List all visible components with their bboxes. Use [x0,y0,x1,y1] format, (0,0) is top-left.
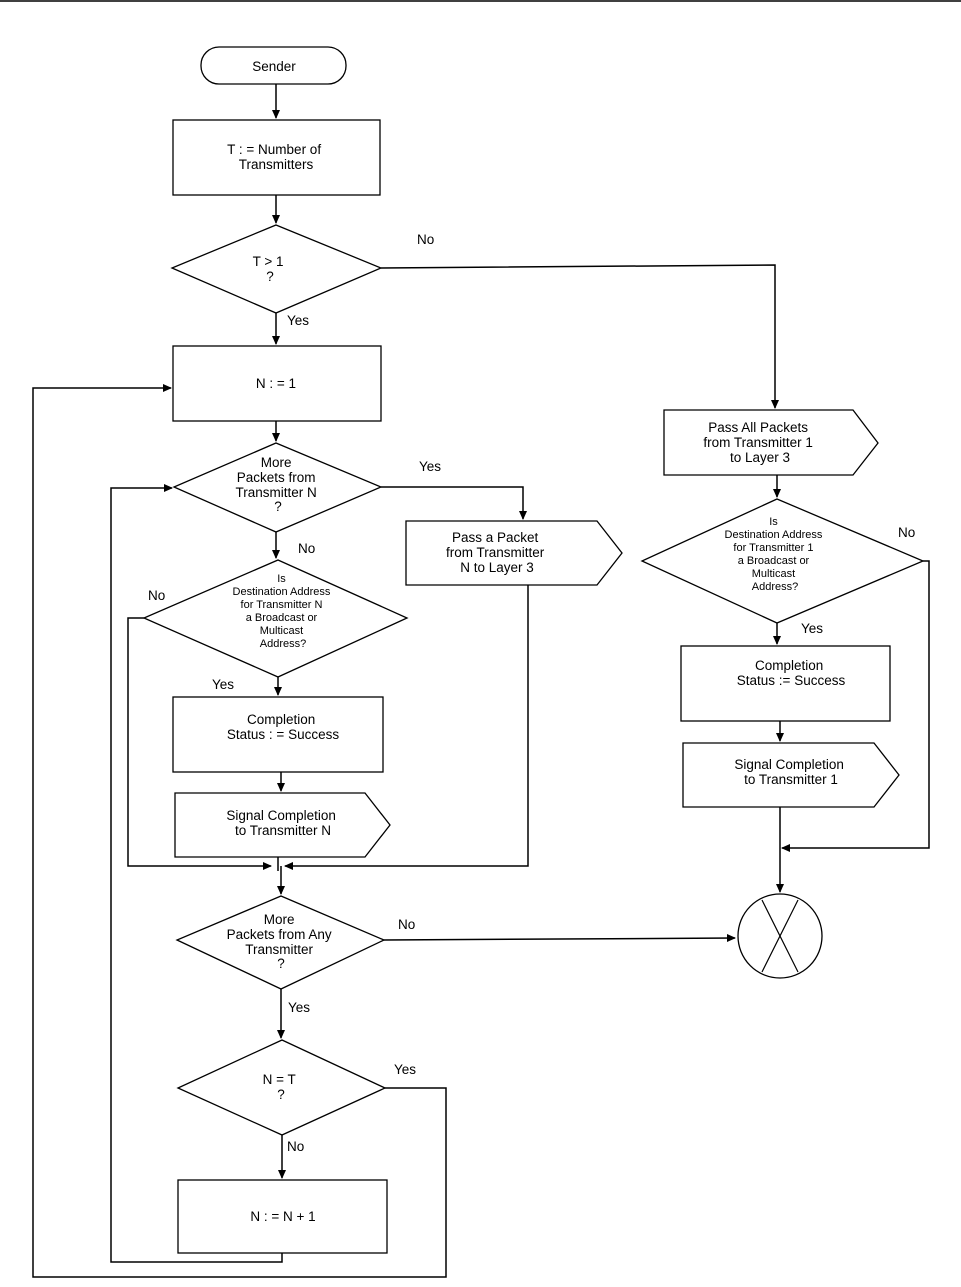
edge-dest-1-no [781,560,930,852]
edge-pass-n-to-merge [284,585,529,870]
edge-more-n-yes [381,486,527,520]
edge-label-t-no: No [417,232,434,247]
signal-1-label: Signal Completion to Transmitter 1 [734,757,847,787]
signal-n-shape [174,792,391,858]
completion-1-box [680,645,891,722]
t-gt-1-label: T > 1 ? [253,254,288,284]
edge-label-more-any-yes: Yes [288,1000,310,1015]
edge-label-t-yes: Yes [287,313,309,328]
dest-n-label: Is Destination Address for Transmitter N… [233,573,334,650]
edge-label-more-n-no: No [298,541,315,556]
set-t-label: T : = Number of Transmitters [227,142,325,172]
sender-label: Sender [252,59,296,74]
edge-n-eq-t-yes-loop [32,384,447,1278]
signal-1-shape [682,742,900,808]
edge-label-more-any-no: No [398,917,415,932]
pass-all-1-shape [663,409,879,476]
more-any-label: More Packets from Any Transmitter ? [227,912,336,971]
completion-1-label: Completion Status := Success [737,658,846,688]
pass-packet-n-shape [405,520,623,586]
set-t-box [172,119,381,196]
dest-1-label: Is Destination Address for Transmitter 1… [725,516,826,593]
n-inc-label: N : = N + 1 [250,1209,315,1224]
edge-label-n-eq-t-no: No [287,1139,304,1154]
edge-label-n-eq-t-yes: Yes [394,1062,416,1077]
n-eq-1-label: N : = 1 [256,376,296,391]
pass-all-1-label: Pass All Packets from Transmitter 1 to L… [703,420,816,465]
edge-t-no [380,264,779,409]
n-eq-t-label: N = T ? [263,1072,300,1102]
n-inc-box [177,1179,388,1254]
t-gt-1-decision [170,224,383,314]
edge-label-dest-n-yes: Yes [212,677,234,692]
n-eq-1-box [172,345,382,422]
completion-n-label: Completion Status : = Success [227,712,339,742]
edge-label-dest-1-yes: Yes [801,621,823,636]
edge-n-inc-loop [110,484,283,1263]
edge-more-any-no [383,934,736,943]
pass-packet-n-label: Pass a Packet from Transmitter N to Laye… [446,530,548,575]
more-packets-n-label: More Packets from Transmitter N ? [235,455,320,514]
completion-n-box [172,696,384,773]
edge-label-more-n-yes: Yes [419,459,441,474]
end-connector [737,893,823,979]
edge-dest-n-no [127,617,272,870]
edge-label-dest-1-no: No [898,525,915,540]
signal-n-label: Signal Completion to Transmitter N [226,808,339,838]
edge-label-dest-n-no: No [148,588,165,603]
sender-terminator [200,46,347,85]
